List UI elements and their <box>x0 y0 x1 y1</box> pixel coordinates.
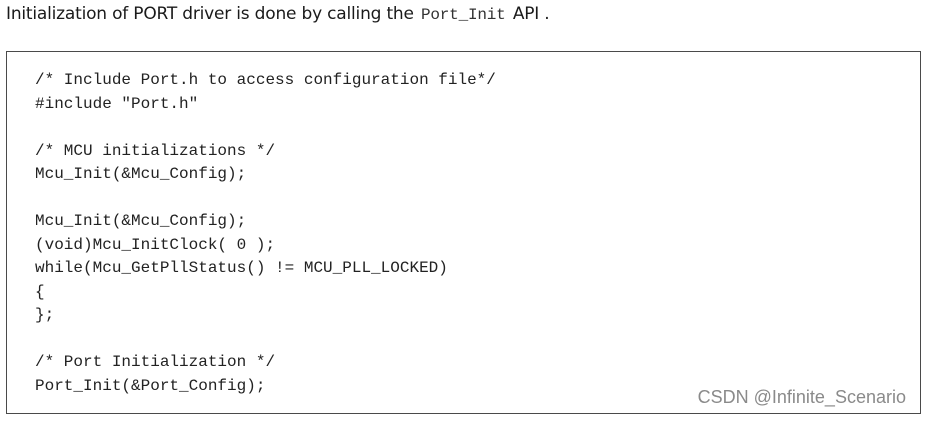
code-lines: /* Include Port.h to access configuratio… <box>35 69 496 398</box>
code-line: { <box>35 282 45 301</box>
intro-text-before: Initialization of PORT driver is done by… <box>6 4 414 24</box>
watermark: CSDN @Infinite_Scenario <box>697 387 906 407</box>
intro-text-after: API . <box>512 4 550 24</box>
code-line <box>35 187 496 211</box>
code-line: /* MCU initializations */ <box>35 141 276 160</box>
code-line: /* Include Port.h to access configuratio… <box>35 71 496 89</box>
code-line: }; <box>35 306 55 324</box>
code-line: while(Mcu_GetPllStatus() != MCU_PLL_LOCK… <box>35 259 448 277</box>
code-line: Mcu_Init(&Mcu_Config); <box>35 165 247 183</box>
code-block: /* Include Port.h to access configuratio… <box>6 51 921 414</box>
code-line: Mcu_Init(&Mcu_Config); <box>35 212 247 230</box>
intro-sentence: Initialization of PORT driver is done by… <box>6 4 550 24</box>
code-line: #include "Port.h" <box>35 94 199 113</box>
code-line: /* Port Initialization */ <box>35 353 276 371</box>
code-line: (void)Mcu_InitClock( 0 ); <box>35 235 276 254</box>
code-line <box>35 328 496 352</box>
api-name-code: Port_Init <box>420 6 506 24</box>
code-line: Port_Init(&Port_Config); <box>35 376 266 395</box>
code-line <box>35 116 496 140</box>
